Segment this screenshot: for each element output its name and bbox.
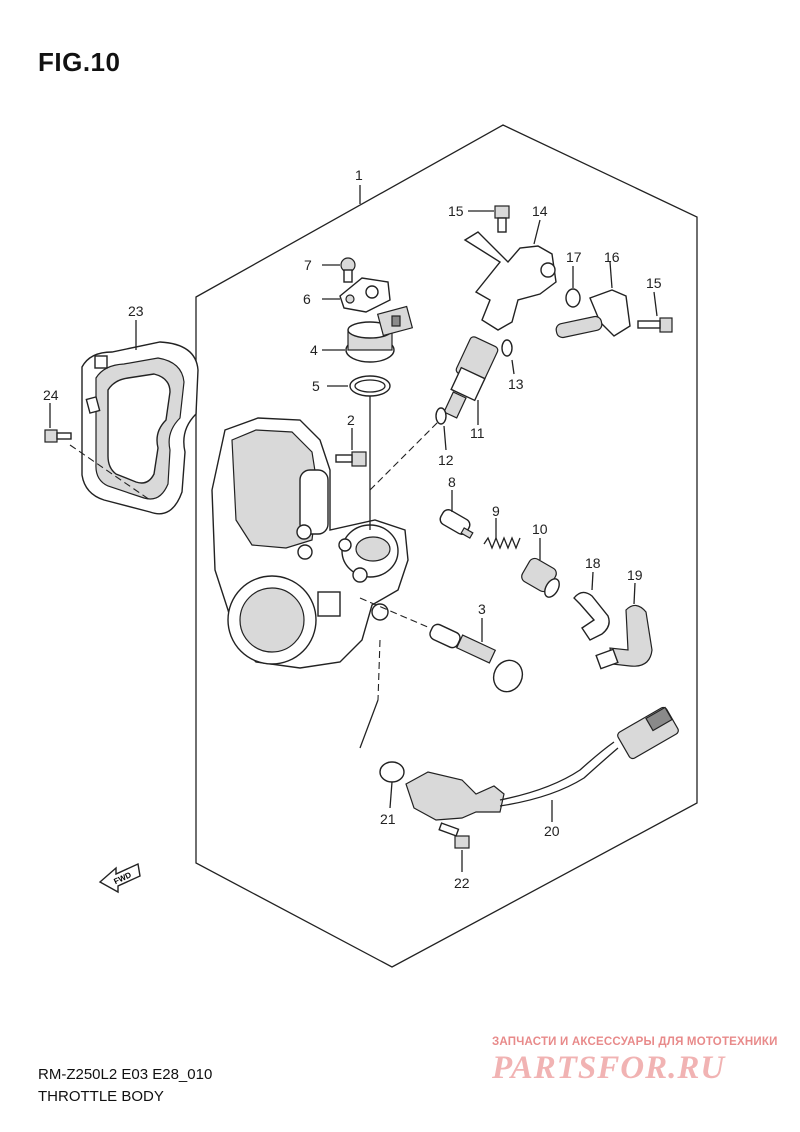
callout-23: 23 — [128, 303, 144, 319]
watermark-logo: PARTSFOR.RU — [492, 1050, 726, 1086]
callout-20: 20 — [544, 823, 560, 839]
cover-gasket-part — [81, 341, 199, 515]
o-ring-part-21 — [379, 761, 405, 783]
bolt-part-15-left — [494, 205, 510, 233]
bolt-part-22 — [438, 822, 470, 849]
idle-screw-part-3 — [429, 623, 524, 693]
callout-13: 13 — [508, 376, 524, 392]
callout-22: 22 — [454, 875, 470, 891]
throttle-body-part — [211, 417, 409, 669]
callout-19: 19 — [627, 567, 643, 583]
callout-7: 7 — [304, 257, 312, 273]
bolt-part-24 — [44, 429, 72, 443]
o-ring-part-12 — [435, 407, 447, 425]
callout-24: 24 — [43, 387, 59, 403]
callout-14: 14 — [532, 203, 548, 219]
forward-arrow-icon — [98, 862, 141, 894]
screw-part-7 — [340, 257, 356, 283]
fitting-part-16 — [555, 289, 631, 339]
direction-marker: FWD — [98, 862, 141, 894]
sensor-connector — [376, 305, 414, 337]
callout-4: 4 — [310, 342, 318, 358]
callout-17: 17 — [566, 249, 582, 265]
sensor-base-part-4 — [345, 321, 395, 363]
hose-part-18 — [573, 591, 610, 641]
clamp-plate-part-6 — [339, 277, 391, 313]
elbow-fitting-part-19 — [595, 604, 653, 670]
callout-10: 10 — [532, 521, 548, 537]
callout-5: 5 — [312, 378, 320, 394]
o-ring-part-5 — [349, 375, 391, 397]
sensor-harness-part-20 — [405, 706, 679, 821]
callout-2: 2 — [347, 412, 355, 428]
callout-12: 12 — [438, 452, 454, 468]
assembly-boundary — [195, 124, 698, 968]
figure-title: FIG.10 — [38, 47, 121, 77]
bracket-part-14 — [463, 231, 557, 331]
callout-11: 11 — [470, 425, 485, 441]
callout-9: 9 — [492, 503, 500, 519]
callout-6: 6 — [303, 291, 311, 307]
diagram-name: THROTTLE BODY — [38, 1088, 164, 1105]
o-ring-part-13 — [501, 339, 513, 357]
cap-part-10 — [521, 557, 560, 598]
screw-part-2 — [335, 451, 367, 467]
callout-21: 21 — [380, 811, 396, 827]
callout-16: 16 — [604, 249, 620, 265]
callout-15-left: 15 — [448, 203, 464, 219]
callout-8: 8 — [448, 474, 456, 490]
callout-15-right: 15 — [646, 275, 662, 291]
watermark-tagline: ЗАПЧАСТИ И АКСЕССУАРЫ ДЛЯ МОТОТЕХНИКИ — [492, 1036, 778, 1048]
o-ring-part-17 — [565, 288, 581, 308]
injector-part-11 — [443, 336, 499, 419]
spring-part-9 — [483, 536, 521, 550]
bolt-part-15-right — [637, 317, 673, 333]
callout-18: 18 — [585, 555, 601, 571]
callout-3: 3 — [478, 601, 486, 617]
plunger-part-8 — [439, 509, 474, 539]
callout-1: 1 — [355, 167, 363, 183]
diagram-code: RM-Z250L2 E03 E28_010 — [38, 1066, 213, 1083]
